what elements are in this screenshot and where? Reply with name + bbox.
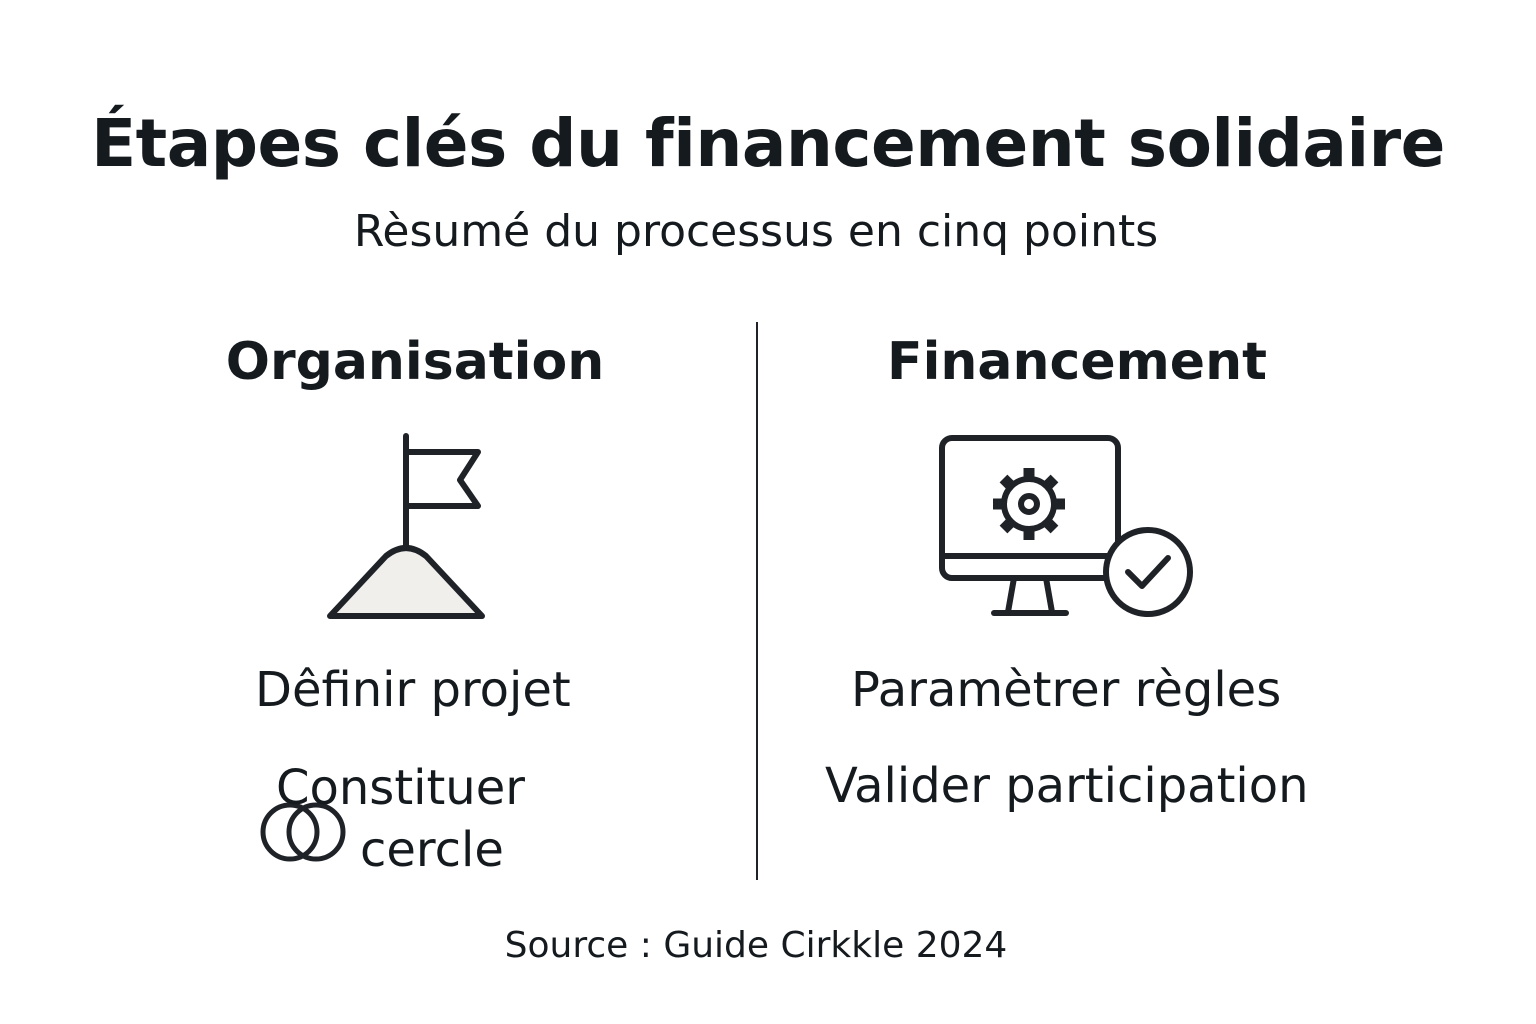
column-heading-financement: Financement xyxy=(887,332,1267,392)
column-divider xyxy=(756,322,758,880)
step-validate-participation: Valider participation xyxy=(825,758,1309,814)
check-badge-icon xyxy=(1103,527,1193,617)
column-heading-organisation: Organisation xyxy=(225,332,605,392)
step-define-project: Dêfinir projet xyxy=(255,662,571,718)
monitor-gear-check-icon xyxy=(939,435,1193,617)
gear-icon xyxy=(993,468,1065,540)
page-title: Étapes clés du financement solidaire xyxy=(91,105,1445,182)
step-set-rules: Paramètrer règles xyxy=(851,662,1282,718)
page-subtitle: Rèsumé du processus en cinq points xyxy=(353,206,1159,257)
interlocking-rings-icon xyxy=(260,802,346,862)
source-note: Source : Guide Cirkkle 2024 xyxy=(504,925,1008,966)
flag-on-hill-icon xyxy=(327,433,485,619)
step-form-circle-line1: Constituer xyxy=(276,760,525,816)
step-form-circle-line2: cercle xyxy=(360,822,504,878)
